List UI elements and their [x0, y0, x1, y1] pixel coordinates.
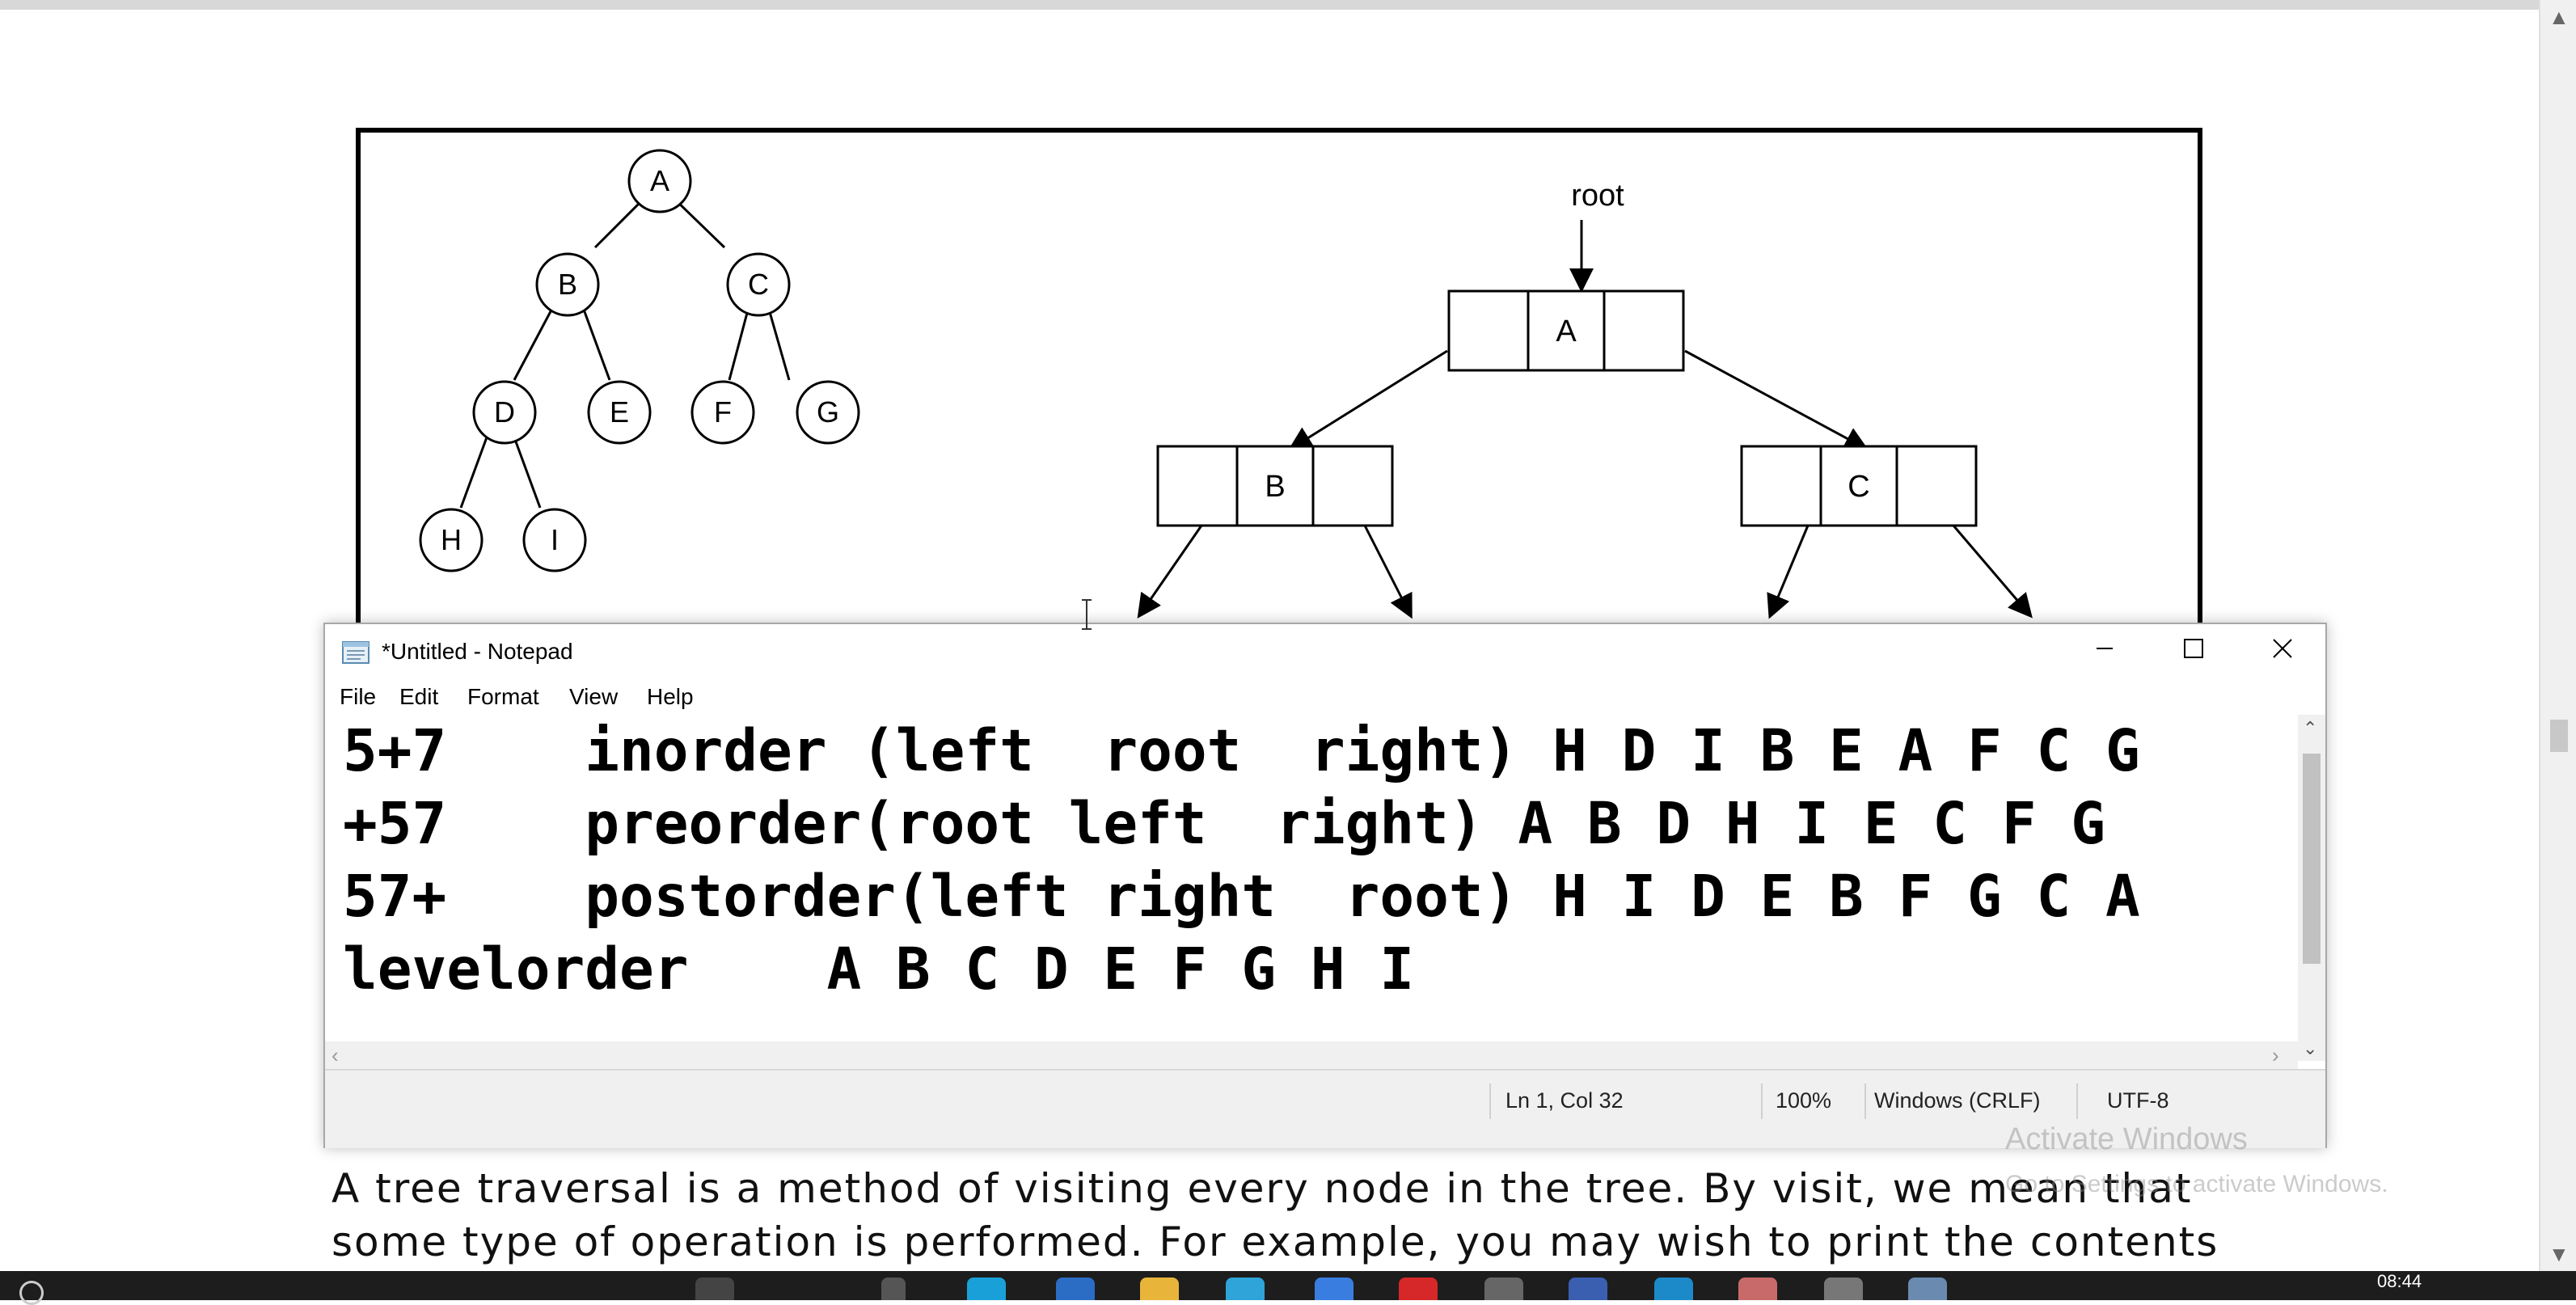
close-icon	[2273, 639, 2292, 658]
tree-node-label: C	[748, 268, 769, 301]
taskbar: 08:44	[0, 1271, 2576, 1305]
tree-node-i: I	[522, 508, 587, 572]
linked-node-a: A	[1447, 289, 1685, 372]
tree-node-f: F	[690, 380, 755, 445]
encoding: UTF-8	[2107, 1088, 2169, 1113]
close-button[interactable]	[2238, 624, 2327, 673]
notepad-taskbar-icon[interactable]	[1908, 1278, 1947, 1300]
tree-node-label: F	[714, 395, 732, 429]
top-border	[0, 0, 2576, 10]
editor-line-2: +57 preorder(root left right) A B D H I …	[343, 790, 2106, 857]
paragraph-line-1: A tree traversal is a method of visiting…	[332, 1165, 2193, 1212]
text-cursor-icon	[1082, 599, 1092, 630]
figure-box: A B C D E F G H I root A	[356, 128, 2202, 710]
horizontal-scrollbar[interactable]: ‹ ›	[325, 1041, 2298, 1069]
text-editor[interactable]: 5+7 inorder (left root right) H D I B E …	[325, 715, 2298, 1038]
browser-icon[interactable]	[1056, 1278, 1095, 1300]
tree-node-label: I	[551, 523, 559, 556]
edge-icon[interactable]	[967, 1278, 1006, 1300]
tree-node-label: G	[817, 395, 839, 429]
minimize-icon	[2097, 648, 2113, 649]
menu-edit[interactable]: Edit	[399, 684, 439, 709]
taskbar-app-icon[interactable]	[695, 1278, 734, 1300]
page-scrollbar[interactable]: ▲ ▼	[2539, 0, 2576, 1271]
line-ending: Windows (CRLF)	[1874, 1088, 2041, 1113]
maximize-icon	[2184, 639, 2203, 658]
clock[interactable]: 08:44	[2377, 1271, 2422, 1291]
menu-format[interactable]: Format	[467, 684, 539, 709]
activate-windows-watermark: Activate Windows	[2005, 1122, 2248, 1156]
status-bar: Ln 1, Col 32 100% Windows (CRLF) UTF-8	[325, 1069, 2325, 1148]
app-icon[interactable]	[1824, 1278, 1863, 1300]
linked-node-c: C	[1740, 445, 1978, 527]
tree-node-label: A	[650, 164, 669, 197]
tree-node-label: E	[610, 395, 629, 429]
scroll-left-icon[interactable]: ‹	[332, 1043, 339, 1067]
search-icon[interactable]	[19, 1281, 44, 1305]
status-separator	[2076, 1083, 2078, 1119]
tree-diagram: A B C D E F G H I root A	[419, 149, 2151, 632]
app-icon[interactable]	[1738, 1278, 1777, 1300]
vertical-scrollbar[interactable]: ⌃ ⌄	[2298, 715, 2325, 1061]
tree-node-label: D	[494, 395, 515, 429]
word-icon[interactable]	[1569, 1278, 1607, 1300]
menu-view[interactable]: View	[569, 684, 619, 709]
activate-windows-hint: Go to Settings to activate Windows.	[2005, 1171, 2388, 1197]
scroll-up-icon[interactable]: ⌃	[2303, 718, 2318, 738]
tree-node-b: B	[535, 252, 600, 317]
tree-node-e: E	[587, 380, 652, 445]
menu-help[interactable]: Help	[647, 684, 694, 709]
editor-line-4: levelorder A B C D E F G H I	[343, 935, 1415, 1003]
status-separator	[1864, 1083, 1866, 1119]
app-icon[interactable]	[1654, 1278, 1693, 1300]
linked-node-label: B	[1265, 470, 1285, 504]
scroll-right-icon[interactable]: ›	[2272, 1043, 2279, 1067]
menu-bar: File Edit Format View Help	[325, 678, 2325, 715]
scroll-down-icon[interactable]: ▼	[2549, 1242, 2570, 1266]
paragraph-line-2: some type of operation is performed. For…	[332, 1218, 2219, 1265]
editor-line-1: 5+7 inorder (left root right) H D I B E …	[343, 717, 2140, 784]
app-icon[interactable]	[1484, 1278, 1523, 1300]
notepad-icon	[342, 641, 370, 664]
tree-node-label: H	[441, 523, 462, 556]
tree-node-c: C	[726, 252, 791, 317]
title-bar[interactable]: *Untitled - Notepad	[325, 624, 2325, 678]
tree-node-g: G	[796, 380, 860, 445]
linked-node-label: C	[1848, 470, 1869, 504]
notepad-window: *Untitled - Notepad File Edit Format Vie…	[323, 623, 2327, 1148]
vertical-scroll-thumb[interactable]	[2303, 754, 2321, 964]
cursor-position: Ln 1, Col 32	[1505, 1088, 1624, 1113]
pdf-icon[interactable]	[1399, 1278, 1438, 1300]
scroll-up-icon[interactable]: ▲	[2549, 5, 2570, 29]
task-view-icon[interactable]	[881, 1278, 906, 1300]
linked-node-b: B	[1156, 445, 1394, 527]
status-separator	[1761, 1083, 1763, 1119]
binary-tree: A B C D E F G H I	[419, 149, 860, 572]
folder-icon[interactable]	[1140, 1278, 1179, 1300]
scroll-down-icon[interactable]: ⌄	[2303, 1038, 2318, 1058]
page-scroll-thumb[interactable]	[2550, 720, 2568, 752]
root-label: root	[1571, 179, 1624, 213]
tree-node-h: H	[419, 508, 484, 572]
status-separator	[1489, 1083, 1491, 1119]
tree-node-a: A	[627, 149, 692, 213]
editor-line-3: 57+ postorder(left right root) H I D E B…	[343, 863, 2140, 930]
mail-icon[interactable]	[1315, 1278, 1353, 1300]
tree-node-d: D	[472, 380, 537, 445]
minimize-button[interactable]	[2060, 624, 2149, 673]
window-title: *Untitled - Notepad	[382, 639, 573, 664]
app-icon[interactable]	[1226, 1278, 1265, 1300]
zoom-level: 100%	[1776, 1088, 1832, 1113]
tree-node-label: B	[558, 268, 577, 301]
maximize-button[interactable]	[2149, 624, 2238, 673]
menu-file[interactable]: File	[340, 684, 377, 709]
document-paragraph: A tree traversal is a method of visiting…	[332, 1162, 2515, 1269]
linked-node-label: A	[1556, 315, 1577, 348]
